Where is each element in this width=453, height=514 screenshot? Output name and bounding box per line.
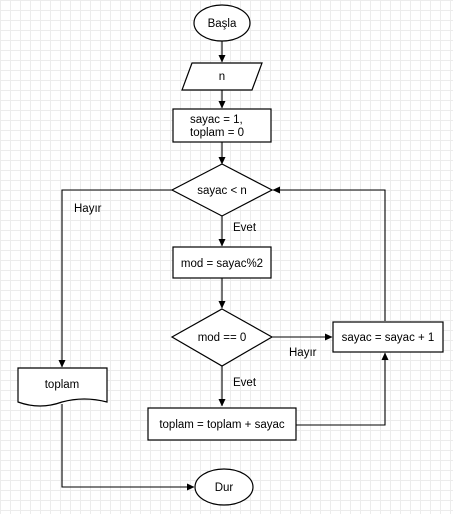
- edge-label-loop-no: Hayır: [74, 203, 102, 215]
- connectors: [58, 41, 389, 491]
- output-node: toplam: [17, 367, 108, 407]
- init-node: sayac = 1, toplam = 0: [172, 108, 272, 143]
- add-sum-label: toplam = toplam + sayac: [159, 419, 285, 431]
- output-label: toplam: [45, 379, 80, 391]
- mod-calc-node: mod = sayac%2: [172, 246, 272, 279]
- end-node: Dur: [194, 468, 254, 506]
- add-sum-node: toplam = toplam + sayac: [147, 407, 297, 441]
- mod-condition-label: mod == 0: [198, 332, 247, 344]
- connector-loop-no: [58, 189, 172, 368]
- increment-label: sayac = sayac + 1: [342, 332, 435, 344]
- mod-calc-label: mod = sayac%2: [181, 258, 263, 270]
- start-label: Başla: [208, 18, 237, 30]
- start-node: Başla: [193, 4, 251, 42]
- init-label-line1: sayac = 1,: [190, 114, 243, 126]
- input-node: n: [181, 62, 263, 91]
- loop-condition-node: sayac < n: [170, 163, 274, 217]
- connector-output-to-end: [61, 404, 195, 491]
- connector-increment-to-loop: [272, 186, 386, 321]
- init-label-line2: toplam = 0: [190, 127, 244, 139]
- mod-condition-node: mod == 0: [170, 308, 274, 367]
- end-label: Dur: [215, 482, 234, 494]
- increment-node: sayac = sayac + 1: [332, 321, 444, 353]
- edge-label-loop-yes: Evet: [233, 222, 257, 234]
- edge-label-mod-yes: Evet: [233, 377, 257, 389]
- loop-condition-label: sayac < n: [197, 185, 247, 197]
- connector-sum-to-increment: [296, 352, 389, 426]
- input-label: n: [219, 71, 225, 83]
- edge-label-mod-no: Hayır: [289, 347, 317, 359]
